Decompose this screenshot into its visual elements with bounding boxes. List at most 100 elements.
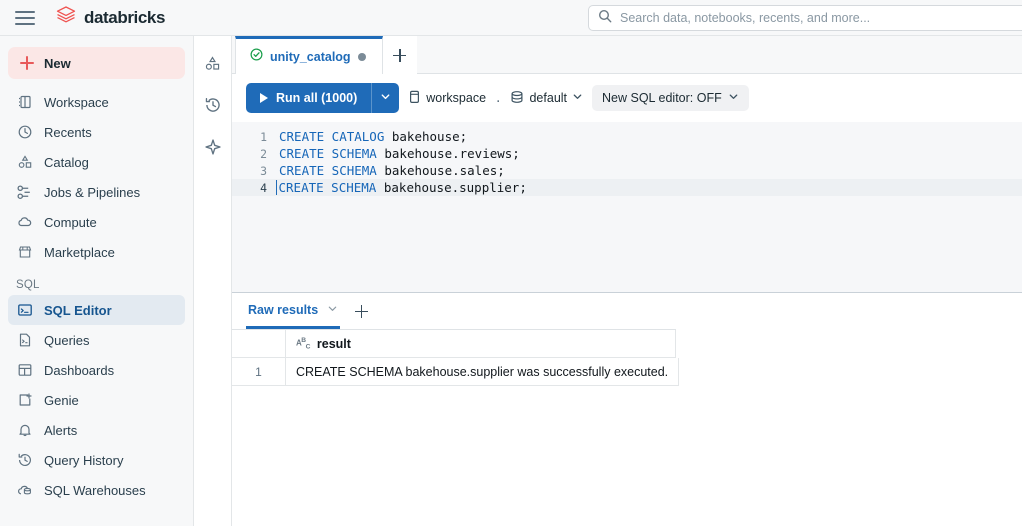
sidebar-item-queries[interactable]: Queries — [8, 325, 185, 355]
chevron-down-icon[interactable] — [327, 301, 338, 319]
app-body: New Workspace Recents C — [0, 36, 1022, 526]
add-result-tab-button[interactable] — [346, 296, 376, 326]
clock-icon — [16, 124, 33, 141]
sql-identifier: bakehouse.supplier; — [376, 180, 527, 195]
sql-keyword: CREATE SCHEMA — [279, 163, 377, 178]
sidebar-item-workspace[interactable]: Workspace — [8, 87, 185, 117]
chevron-down-icon — [572, 91, 583, 105]
new-sql-editor-label: New SQL editor: OFF — [602, 91, 722, 105]
bell-icon — [16, 422, 33, 439]
databricks-brand[interactable]: databricks — [55, 4, 165, 31]
row-number: 1 — [232, 358, 286, 386]
editor-tab-unity-catalog[interactable]: unity_catalog — [235, 36, 383, 74]
secondary-icon-rail — [194, 36, 232, 526]
databricks-logo-icon — [55, 4, 77, 31]
sidebar-item-sql-warehouses[interactable]: SQL Warehouses — [8, 475, 185, 505]
row-number-header — [232, 330, 286, 358]
sidebar-item-jobs-pipelines[interactable]: Jobs & Pipelines — [8, 177, 185, 207]
code-line-active[interactable]: 4 CREATE SCHEMA bakehouse.supplier; — [232, 179, 1022, 196]
sql-identifier: bakehouse.reviews; — [376, 146, 520, 161]
code-line[interactable]: 2 CREATE SCHEMA bakehouse.reviews; — [232, 145, 1022, 162]
results-pane: Raw results ABC result — [232, 292, 1022, 526]
plus-icon — [20, 56, 34, 70]
line-number: 2 — [260, 146, 267, 161]
catalog-selector[interactable]: workspace — [408, 90, 486, 107]
column-header-result[interactable]: ABC result — [286, 330, 676, 358]
search-input[interactable] — [620, 11, 1022, 25]
new-button-label: New — [44, 55, 71, 71]
results-tab-label: Raw results — [248, 302, 319, 317]
table-row[interactable]: 1 CREATE SCHEMA bakehouse.supplier was s… — [232, 358, 680, 386]
sql-identifier: bakehouse; — [384, 129, 468, 144]
chevron-down-icon — [728, 91, 739, 105]
sidebar-section-sql: SQL — [16, 279, 40, 291]
editor-tab-strip: unity_catalog — [232, 36, 1022, 74]
plus-icon — [393, 48, 407, 62]
editor-toolbar: Run all (1000) workspace . — [232, 74, 1022, 122]
result-cell[interactable]: CREATE SCHEMA bakehouse.supplier was suc… — [286, 358, 680, 386]
sidebar-item-label: Workspace — [44, 94, 109, 110]
sidebar-item-label: Marketplace — [44, 244, 115, 260]
sidebar-item-recents[interactable]: Recents — [8, 117, 185, 147]
schema-selector[interactable]: default — [510, 90, 583, 107]
run-options-dropdown[interactable] — [371, 83, 400, 113]
sql-code-editor[interactable]: 1 CREATE CATALOG bakehouse; 2 CREATE SCH… — [232, 122, 1022, 292]
sql-keyword: CREATE SCHEMA — [278, 180, 377, 195]
check-circle-icon — [250, 48, 263, 66]
sidebar-item-label: Recents — [44, 124, 92, 140]
new-button[interactable]: New — [8, 47, 185, 79]
sql-keyword: CREATE SCHEMA — [279, 146, 377, 161]
sql-identifier: bakehouse.sales; — [376, 163, 505, 178]
sidebar-item-genie[interactable]: Genie — [8, 385, 185, 415]
plus-icon — [354, 304, 368, 318]
sidebar-item-query-history[interactable]: Query History — [8, 445, 185, 475]
run-all-button-group: Run all (1000) — [246, 83, 400, 113]
catalog-db-icon — [408, 90, 421, 107]
sidebar-item-label: Queries — [44, 332, 90, 348]
sidebar-item-marketplace[interactable]: Marketplace — [8, 237, 185, 267]
line-number: 4 — [260, 180, 267, 195]
sparkle-assistant-icon[interactable] — [202, 136, 224, 158]
brand-name: databricks — [84, 7, 166, 27]
cloud-icon — [16, 214, 33, 231]
results-tab-raw-results[interactable]: Raw results — [246, 293, 341, 329]
code-line[interactable]: 1 CREATE CATALOG bakehouse; — [232, 128, 1022, 145]
pipelines-icon — [17, 184, 30, 199]
chevron-down-icon — [380, 89, 391, 107]
code-line[interactable]: 3 CREATE SCHEMA bakehouse.sales; — [232, 162, 1022, 179]
sidebar-item-catalog[interactable]: Catalog — [8, 147, 185, 177]
sidebar-item-label: Query History — [44, 452, 124, 468]
sql-editor-icon — [16, 302, 33, 319]
hamburger-menu-icon[interactable] — [15, 10, 35, 25]
top-navigation-bar: databricks — [0, 0, 1022, 36]
code-text: CREATE SCHEMA bakehouse.sales; — [276, 163, 1022, 178]
results-grid: ABC result 1 CREATE SCHEMA bakehouse.sup… — [232, 329, 680, 386]
history-clock-icon[interactable] — [202, 94, 224, 116]
editor-tab-title: unity_catalog — [270, 49, 351, 64]
unsaved-indicator-dot — [357, 52, 366, 61]
left-sidebar: New Workspace Recents C — [0, 36, 194, 526]
sidebar-item-label: Jobs & Pipelines — [44, 184, 141, 200]
results-tab-strip: Raw results — [232, 293, 1022, 329]
dashboards-icon — [16, 362, 33, 379]
new-tab-button[interactable] — [382, 36, 417, 74]
sql-keyword: CREATE CATALOG — [279, 129, 385, 144]
run-all-button[interactable]: Run all (1000) — [246, 83, 372, 113]
line-number: 3 — [260, 163, 267, 178]
abc-string-type-icon: ABC — [296, 336, 310, 351]
new-sql-editor-toggle[interactable]: New SQL editor: OFF — [592, 85, 749, 111]
warehouse-cloud-icon — [16, 482, 33, 499]
sidebar-item-alerts[interactable]: Alerts — [8, 415, 185, 445]
catalog-shapes-icon[interactable] — [202, 52, 224, 74]
history-icon — [16, 452, 33, 469]
sidebar-item-compute[interactable]: Compute — [8, 207, 185, 237]
sidebar-item-label: SQL Warehouses — [44, 482, 146, 498]
sidebar-item-sql-editor[interactable]: SQL Editor — [8, 295, 185, 325]
sidebar-item-label: Alerts — [44, 422, 78, 438]
sidebar-item-dashboards[interactable]: Dashboards — [8, 355, 185, 385]
catalog-shapes-icon — [16, 154, 33, 171]
global-search[interactable] — [588, 5, 1022, 31]
run-all-label: Run all (1000) — [276, 91, 358, 105]
sidebar-item-label: Catalog — [44, 154, 89, 170]
line-number: 1 — [260, 129, 267, 144]
